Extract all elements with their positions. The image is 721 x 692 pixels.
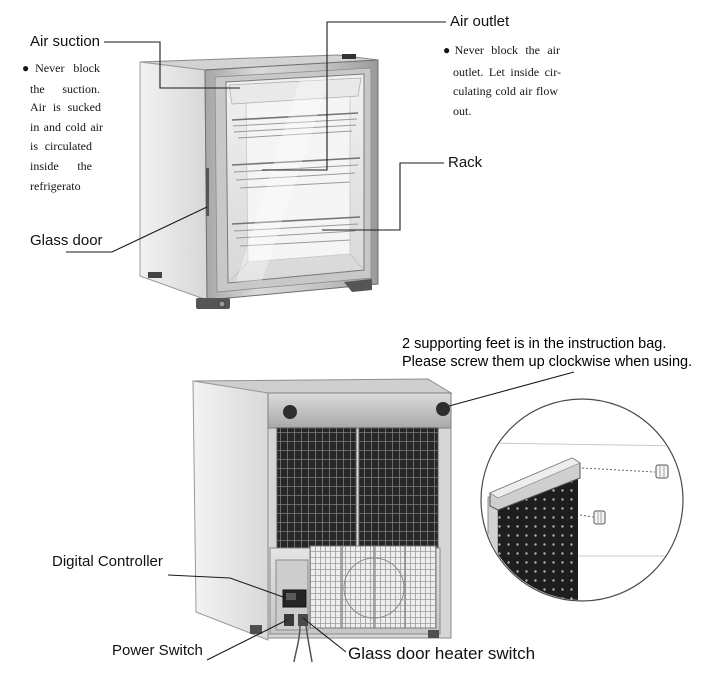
ventilation-grille — [309, 545, 437, 629]
top-bar-highlight — [489, 457, 581, 499]
condenser-coil-right — [358, 427, 439, 557]
leader-lines — [66, 21, 575, 661]
rack-wires-bottom — [233, 223, 359, 247]
front-view-refrigerator — [139, 54, 379, 309]
air-outlet-label: Air outlet — [450, 13, 510, 30]
air-outlet-note-line: culating cold air flow — [453, 84, 558, 98]
interior-top-air-panel — [228, 77, 362, 105]
air-suction-label: Air suction — [30, 33, 101, 50]
rear-top-bar — [267, 392, 452, 429]
rack-wires-middle — [233, 164, 359, 189]
air-outlet-note-line: outlet. Let inside cir- — [453, 65, 561, 79]
supporting-foot-screw-1 — [655, 464, 669, 479]
glass-reflection — [236, 78, 330, 282]
heater-switch-leader — [302, 617, 347, 653]
grille-dividers — [341, 546, 406, 628]
digital-controller-leader — [167, 574, 287, 599]
screw-guide-lines — [579, 467, 656, 518]
front-foot-screw — [218, 300, 226, 308]
glass-door-leader — [66, 206, 208, 253]
rack-label: Rack — [448, 154, 483, 171]
magnified-foot-detail — [480, 398, 684, 602]
air-suction-note-line: Air is sucked — [30, 100, 101, 114]
air-suction-note-line: ●Never block — [22, 61, 100, 75]
supporting-foot-screw-2 — [593, 510, 606, 525]
air-suction-note-line: the suction. — [30, 82, 100, 96]
air-outlet-note-line: out. — [453, 104, 472, 118]
power-switch-label: Power Switch — [112, 642, 203, 659]
power-cord — [293, 625, 313, 663]
rear-cabinet-side-panel — [192, 380, 269, 641]
air-suction-note-line: refrigerato — [30, 179, 81, 193]
rack-wires-top — [232, 118, 358, 139]
air-suction-note-line: inside the — [30, 159, 92, 173]
air-suction-note-line: is circulated — [30, 139, 92, 153]
screw-1-thread — [659, 466, 665, 477]
door-handle — [206, 168, 209, 216]
supporting-foot-left — [283, 405, 297, 419]
air-outlet-leader — [262, 21, 446, 171]
brand-badge — [342, 54, 356, 59]
air-outlet-note-line: ●Never block the air — [443, 43, 560, 57]
glass-door-heater-switch — [298, 614, 308, 626]
air-suction-note-line: in and cold air — [30, 120, 103, 134]
rear-view-refrigerator — [192, 378, 453, 663]
cabinet-side-panel — [139, 61, 208, 301]
supporting-feet-leader — [448, 371, 575, 407]
condenser-coil-left — [276, 427, 357, 557]
supporting-foot-right — [436, 402, 450, 416]
glass-door-label: Glass door — [30, 232, 103, 249]
rack-leader — [322, 162, 444, 231]
power-switch-leader — [206, 619, 288, 661]
fan-guard — [343, 557, 405, 619]
front-foot-right — [344, 279, 372, 292]
side-panel-edge — [487, 496, 499, 600]
back-foot-left — [148, 272, 162, 278]
supporting-feet-note-line-1: 2 supporting feet is in the instruction … — [402, 336, 667, 352]
power-switch — [284, 614, 294, 626]
rear-foot-right — [428, 630, 439, 638]
digital-controller-label: Digital Controller — [52, 553, 163, 570]
air-suction-leader — [104, 41, 240, 89]
rack-front-rails — [231, 112, 361, 225]
rear-foot-left — [250, 625, 262, 634]
controller-display — [286, 593, 296, 600]
glass-door-heater-switch-label: Glass door heater switch — [348, 644, 536, 663]
supporting-feet-note-line-2: Please screw them up clockwise when usin… — [402, 354, 693, 370]
screw-2-thread — [597, 512, 602, 523]
